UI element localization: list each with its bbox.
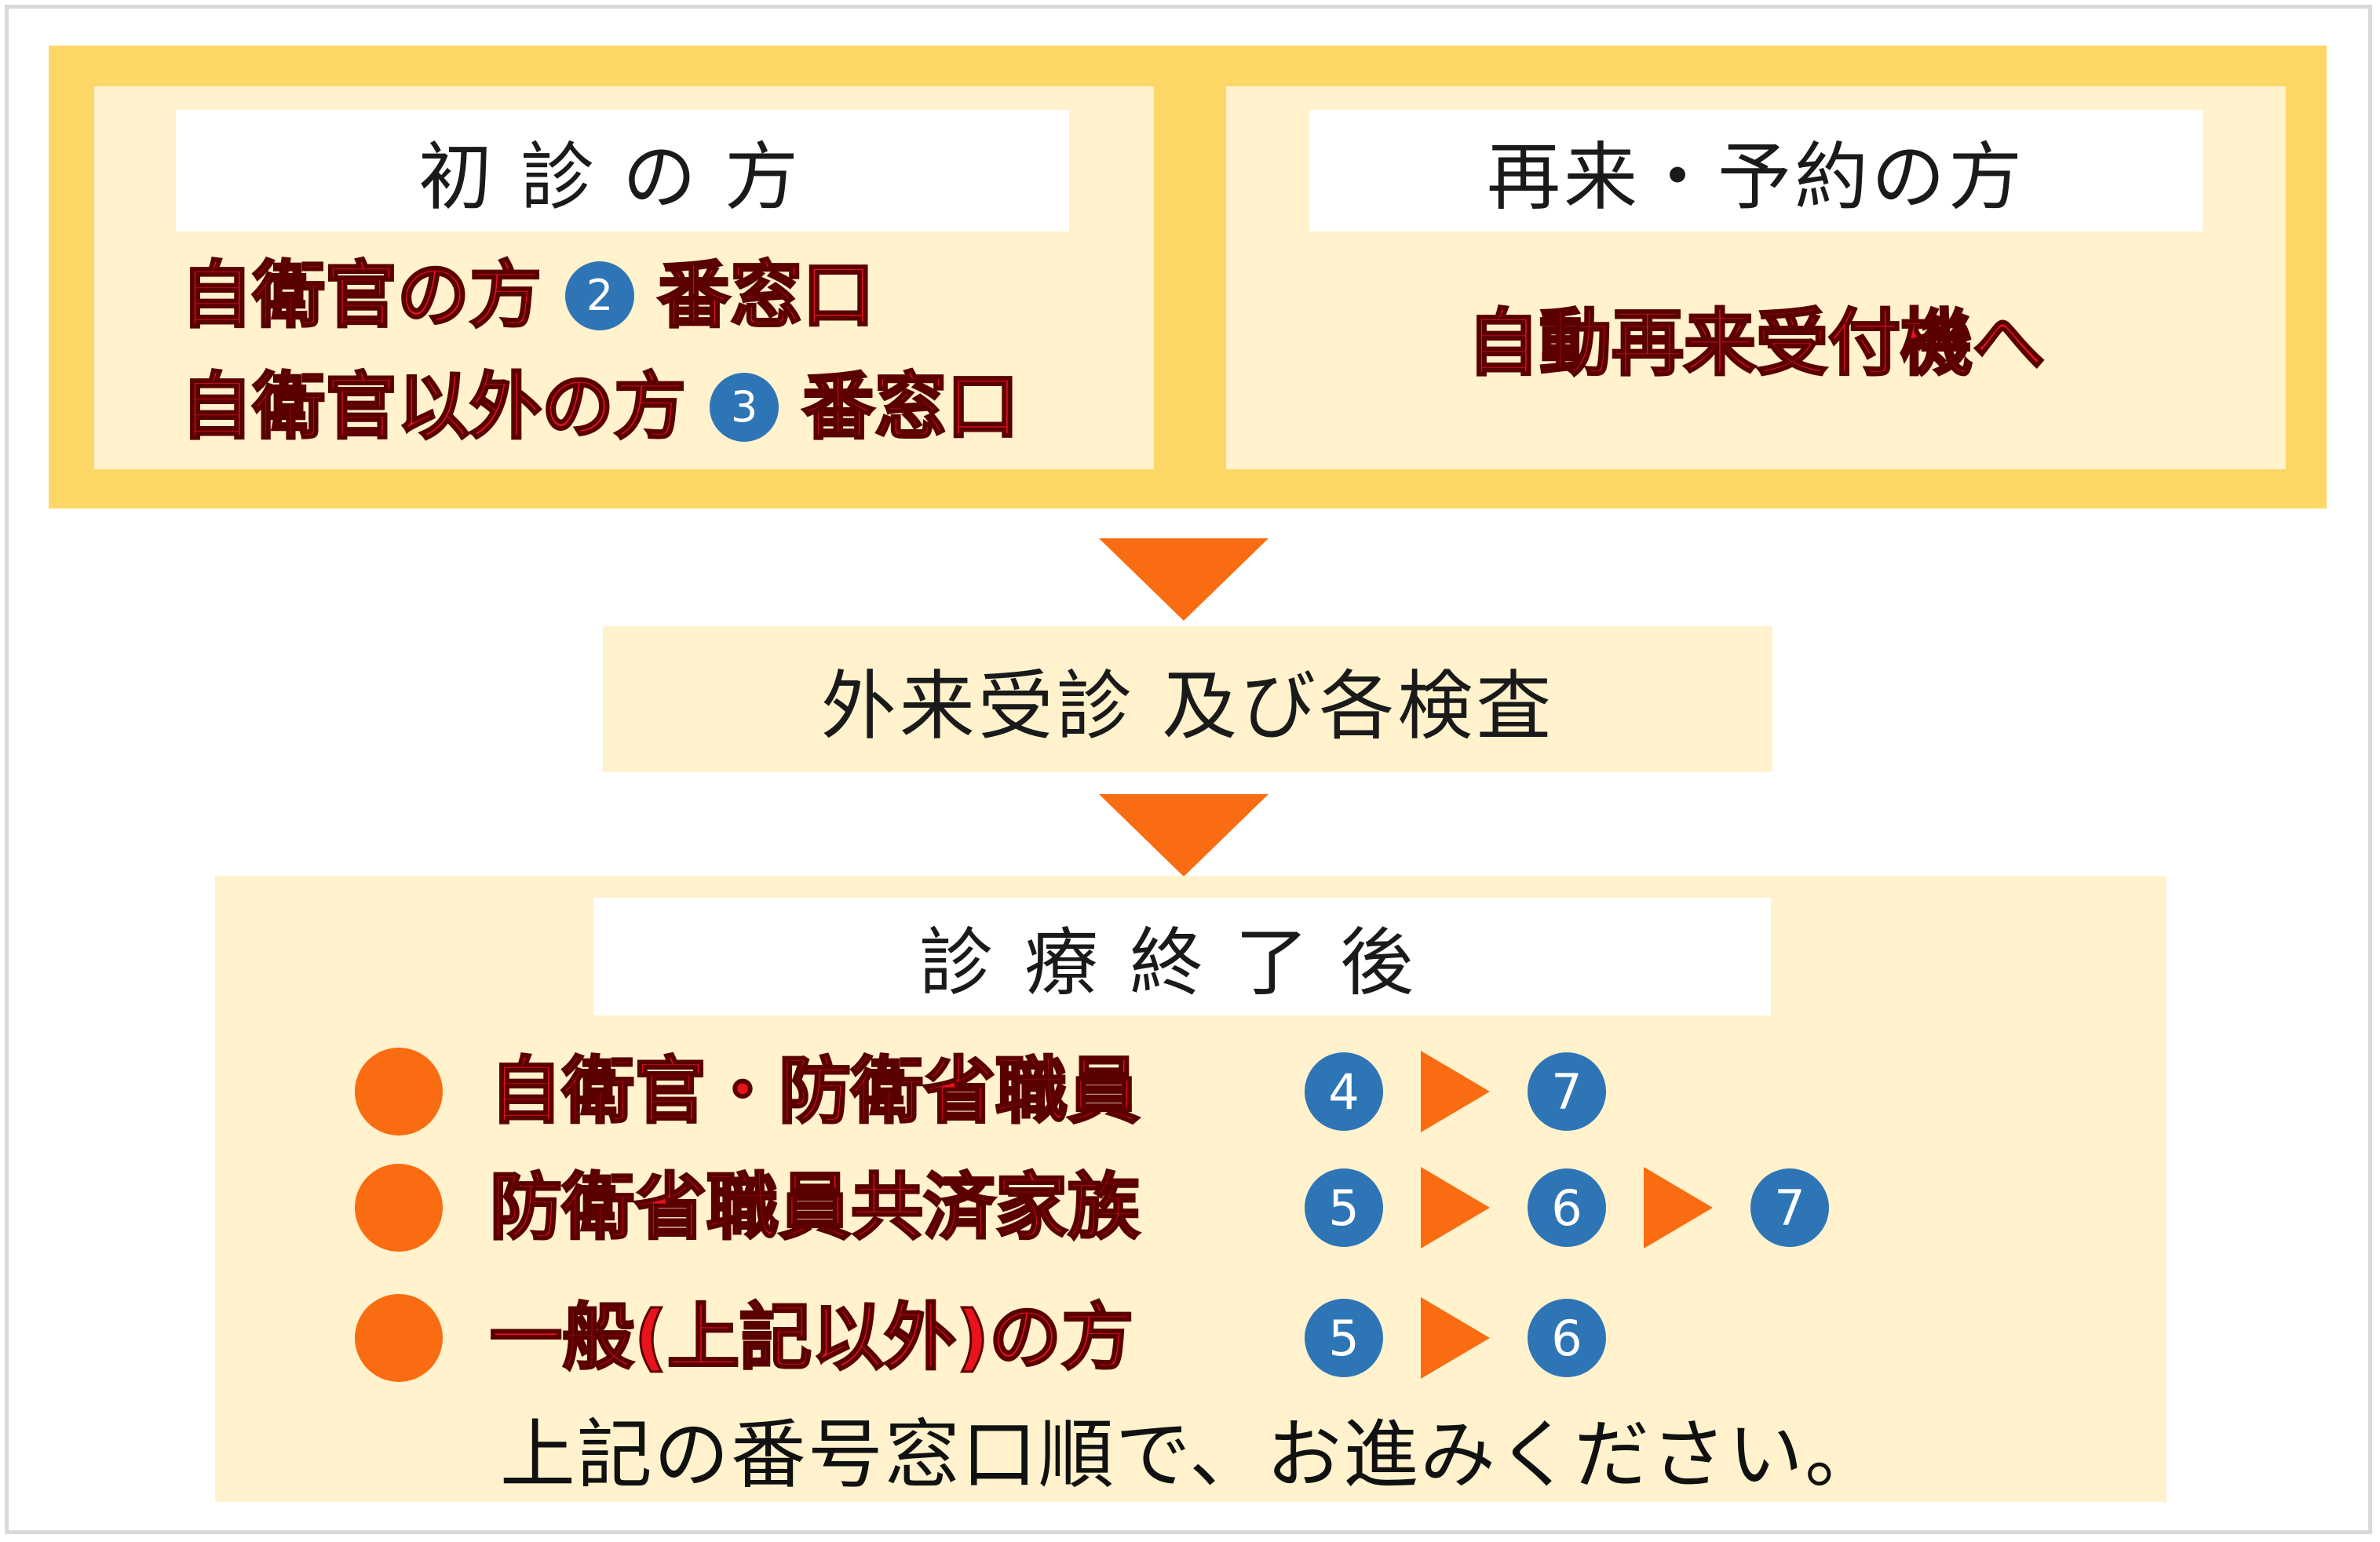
non-sdf-label: 自衛官以外の方 <box>179 365 687 449</box>
return-visit-header: 再来・予約の方 <box>1309 110 2203 231</box>
window-number-badge: 5 <box>1305 1168 1383 1247</box>
window-number-badge: 3 <box>710 373 779 442</box>
route-row: 防衛省職員共済家族 5 6 7 <box>355 1157 1867 1259</box>
window-number-badge: 5 <box>1305 1299 1383 1377</box>
window-number-badge: 7 <box>1750 1168 1829 1247</box>
route-label: 一般(上記以外)の方 <box>489 1296 1135 1380</box>
bullet-dot-icon <box>355 1294 443 1382</box>
bullet-dot-icon <box>355 1164 443 1252</box>
route-row: 自衛官・防衛省職員 4 7 <box>355 1041 1644 1143</box>
outpatient-step: 外来受診 及び各検査 <box>603 626 1772 772</box>
next-arrow-icon <box>1421 1297 1490 1379</box>
route-label: 防衛省職員共済家族 <box>489 1165 1141 1249</box>
next-arrow-icon <box>1421 1051 1490 1132</box>
after-treatment-header: 診療終了後 <box>593 898 1771 1015</box>
window-number-badge: 7 <box>1528 1052 1606 1131</box>
first-visit-line-sdf: 自衛官の方 2 番窓口 <box>179 253 876 339</box>
window-number-badge: 6 <box>1528 1299 1606 1377</box>
sdf-label: 自衛官の方 <box>179 253 542 337</box>
first-visit-header: 初診の方 <box>176 110 1069 231</box>
bullet-dot-icon <box>355 1048 443 1136</box>
route-row: 一般(上記以外)の方 5 6 <box>355 1287 1644 1389</box>
first-visit-line-non-sdf: 自衛官以外の方 3 番窓口 <box>179 364 1020 450</box>
route-label: 自衛官・防衛省職員 <box>489 1049 1141 1133</box>
flow-arrow-down-icon <box>1099 794 1268 877</box>
next-arrow-icon <box>1421 1167 1490 1249</box>
window-suffix: 番窓口 <box>657 253 876 337</box>
window-number-badge: 6 <box>1528 1168 1606 1247</box>
next-arrow-icon <box>1644 1167 1713 1249</box>
auto-reception-instruction: 自動再来受付機へ <box>1466 301 2046 385</box>
flow-arrow-down-icon <box>1099 538 1268 621</box>
window-number-badge: 4 <box>1305 1052 1383 1131</box>
window-number-badge: 2 <box>565 261 635 330</box>
footer-note: 上記の番号窓口順で、お進みください。 <box>499 1410 1882 1499</box>
window-suffix: 番窓口 <box>801 365 1020 449</box>
